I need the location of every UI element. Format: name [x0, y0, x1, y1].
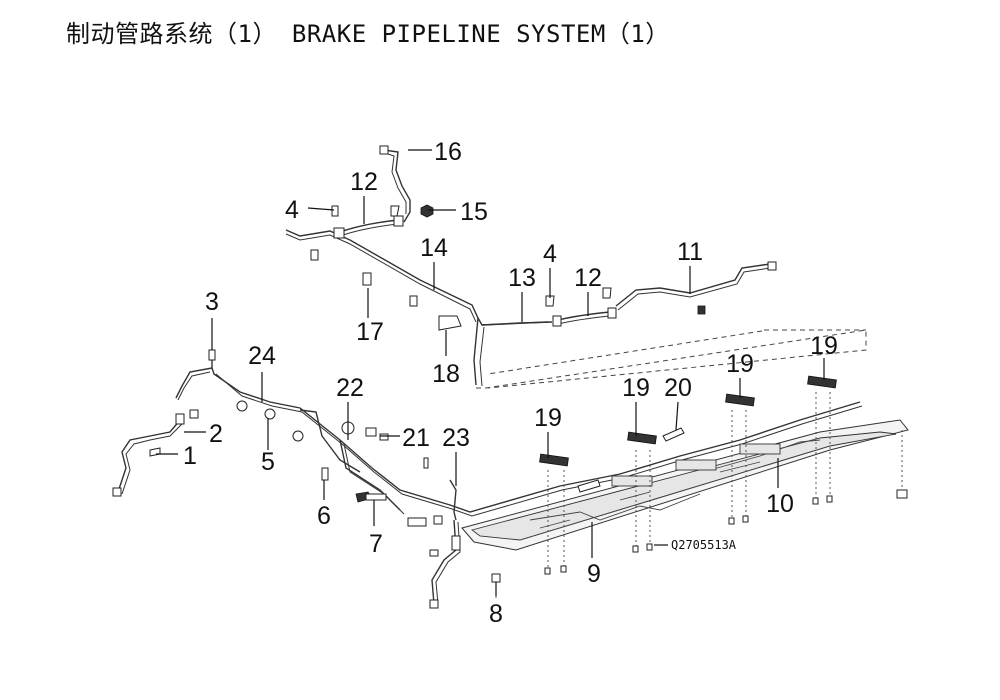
callout-19-b: 19: [622, 374, 650, 402]
upper-pipe-assembly: [285, 145, 777, 387]
callout-16: 16: [434, 138, 462, 166]
callout-19-c: 19: [726, 350, 754, 378]
callout-12-lower: 12: [574, 264, 602, 292]
left-pipe-assembly: [112, 349, 863, 609]
callout-3: 3: [205, 288, 219, 316]
callout-5: 5: [261, 448, 275, 476]
callout-17: 17: [356, 318, 384, 346]
diagram-title: 制动管路系统（1） BRAKE PIPELINE SYSTEM（1）: [66, 20, 670, 48]
callout-1: 1: [183, 442, 197, 470]
callout-2: 2: [209, 420, 223, 448]
floor-panel-assembly: [461, 375, 909, 575]
callout-11: 11: [677, 238, 703, 266]
clip-group-19: [539, 375, 837, 467]
callout-18: 18: [432, 360, 460, 388]
callout-7: 7: [369, 530, 383, 558]
callout-12-upper: 12: [350, 168, 378, 196]
callout-14: 14: [420, 234, 448, 262]
routing-envelope-outline: [476, 329, 867, 389]
callout-10: 10: [766, 490, 794, 518]
callout-labels: 3 2 1 4 12 16 15 14 17 18 13 4 12 11 24 …: [183, 138, 838, 628]
callout-4-lower: 4: [543, 240, 557, 268]
callout-23: 23: [442, 424, 470, 452]
callout-19-d: 19: [810, 332, 838, 360]
leader-lines: [156, 149, 825, 596]
callout-20: 20: [664, 374, 692, 402]
callout-19-a: 19: [534, 404, 562, 432]
callout-9: 9: [587, 560, 601, 588]
callout-21: 21: [402, 424, 430, 452]
callout-24: 24: [248, 342, 276, 370]
callout-8: 8: [489, 600, 503, 628]
callout-13: 13: [508, 264, 536, 292]
part-code-label: Q2705513A: [671, 538, 737, 552]
callout-15: 15: [460, 198, 488, 226]
callout-22: 22: [336, 374, 364, 402]
callout-6: 6: [317, 502, 331, 530]
callout-4-upper: 4: [285, 196, 299, 224]
